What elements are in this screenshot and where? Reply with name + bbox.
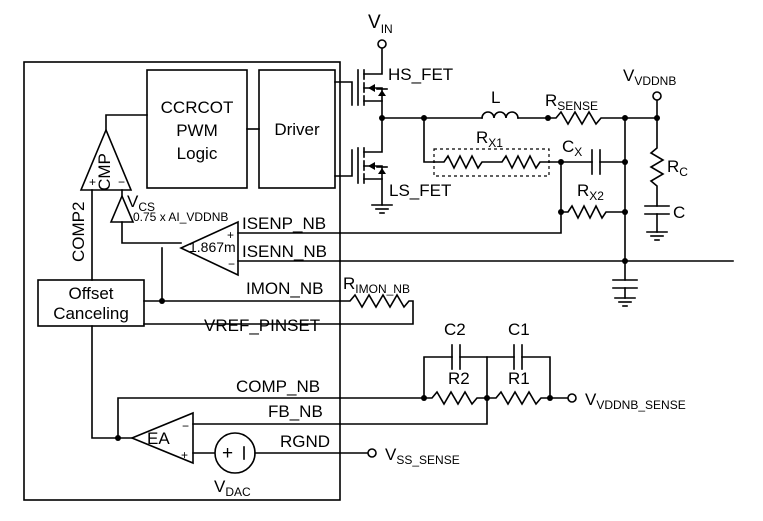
cs-amp-gain-label: 1.867m [189, 239, 236, 255]
inductor-label: L [491, 88, 500, 107]
rx2-label: RX2 [577, 181, 604, 203]
vref-pin-label: VREF_PINSET [204, 316, 320, 335]
comp2-label: COMP2 [69, 202, 88, 262]
fb-pin-label: FB_NB [268, 402, 323, 421]
rc-label: RC [667, 157, 688, 179]
rgnd-pin-label: RGND [280, 432, 330, 451]
offset-label-line1: Offset [68, 284, 113, 303]
cmp-plus-sign: + [89, 175, 96, 189]
error-amplifier: EA − + [129, 411, 194, 465]
imon-pin-label: IMON_NB [246, 279, 323, 298]
vcs-expression: 0.75 x AI_VDDNB [133, 210, 228, 224]
rx1-label: RX1 [476, 128, 503, 150]
hs-fet: HS_FET [334, 47, 453, 119]
c-label: C [673, 203, 685, 222]
rc-resistor: RC [649, 117, 688, 207]
vcs-label: VCS [127, 192, 155, 214]
ls-fet-label: LS_FET [389, 181, 451, 200]
ea-minus: − [182, 419, 189, 433]
cs-amp-minus: − [228, 257, 235, 271]
r1-label: R1 [508, 369, 530, 388]
pwm-label-line3: Logic [177, 144, 218, 163]
rimon-resistor: RIMON_NB [339, 274, 414, 325]
vin-label: VIN [368, 12, 393, 36]
c1-label: C1 [508, 320, 530, 339]
isenp-pin-label: ISENP_NB [242, 214, 326, 233]
isenn-pin-label: ISENN_NB [242, 242, 327, 261]
inductor-l: L [481, 88, 519, 119]
driver-block: Driver [258, 69, 336, 189]
vddnb-sense-label: VVDDNB_SENSE [585, 390, 686, 412]
compensation-network: R2 R1 C2 C1 [339, 320, 577, 425]
cx-capacitor: CX [562, 137, 601, 175]
driver-label: Driver [274, 120, 320, 139]
rsense-resistor: RSENSE [545, 91, 626, 126]
ic-boundary [23, 61, 341, 501]
rsense-label: RSENSE [545, 91, 598, 113]
vss-sense-label: VSS_SENSE [385, 445, 460, 467]
offset-label-line2: Canceling [53, 304, 129, 323]
cmp-label: CMP [95, 153, 114, 191]
vdac-source: + VDAC [214, 432, 256, 499]
vdac-label: VDAC [214, 477, 251, 499]
vcs-buffer: VCS 0.75 x AI_VDDNB [109, 192, 228, 224]
ls-ground [371, 204, 393, 214]
rx1-resistor: RX1 [423, 117, 550, 177]
r2-label: R2 [448, 369, 470, 388]
ea-label: EA [147, 429, 170, 448]
cmp-comparator: CMP + − [79, 127, 133, 191]
hs-fet-label: HS_FET [388, 65, 453, 84]
cs-amp-plus: + [227, 228, 234, 242]
vddnb-label: VVDDNB [623, 66, 676, 88]
cmp-minus-sign: − [118, 175, 125, 189]
pwm-label-line2: PWM [176, 121, 218, 140]
vdac-plus: + [222, 443, 233, 464]
ls-fet: LS_FET [334, 117, 451, 206]
pwm-label-line1: CCRCOT [161, 98, 234, 117]
ea-plus: + [181, 448, 188, 462]
output-capacitor [612, 279, 638, 307]
load-capacitor: C [644, 203, 685, 241]
rimon-label: RIMON_NB [343, 274, 410, 296]
rx2-resistor: RX2 [560, 161, 626, 220]
current-sense-amplifier: 1.867m + − [179, 220, 239, 277]
offset-canceling-block: Offset Canceling [37, 279, 145, 327]
pwm-logic-block: CCRCOT PWM Logic [146, 69, 248, 189]
c2-label: C2 [444, 320, 466, 339]
comp-pin-label: COMP_NB [236, 377, 320, 396]
cx-label: CX [562, 137, 582, 159]
